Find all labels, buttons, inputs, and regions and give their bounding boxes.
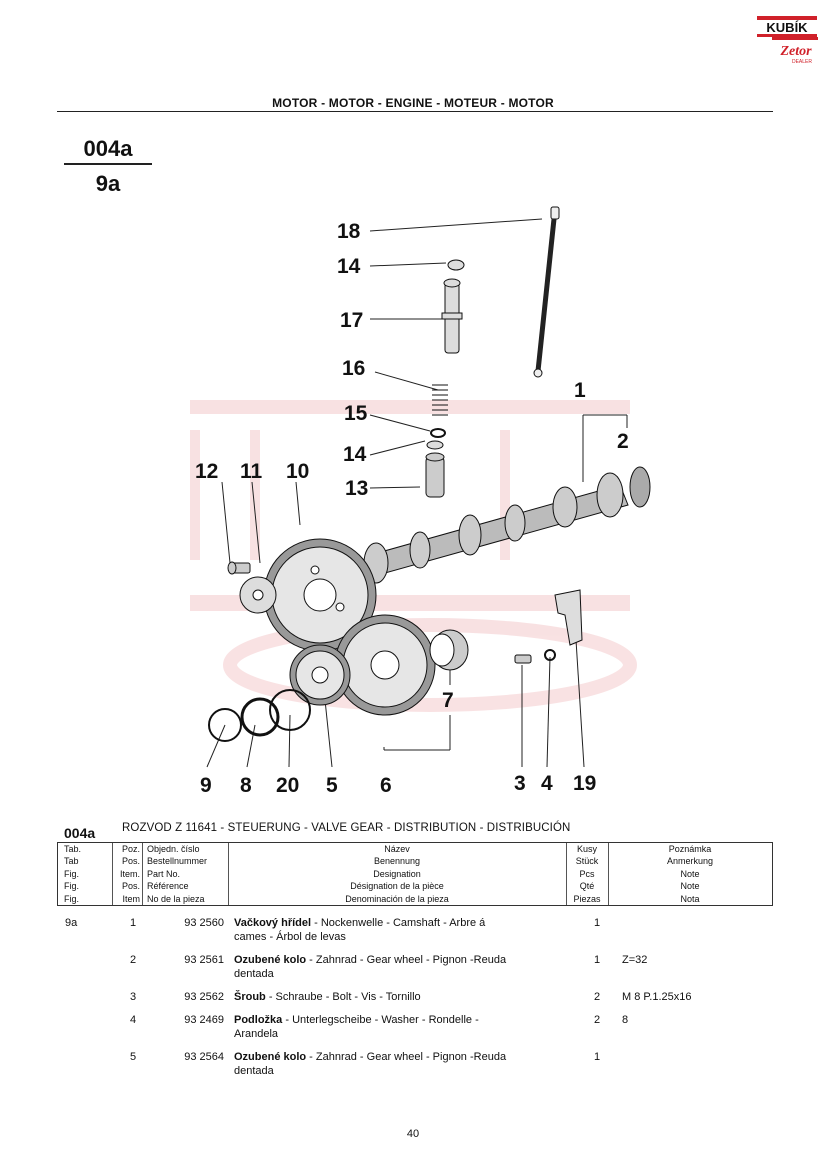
tappet-part	[441, 278, 463, 354]
callout-9: 9	[200, 774, 212, 797]
callout-20: 20	[276, 774, 299, 797]
washer-14-part	[426, 440, 444, 450]
dealer-watermark	[190, 400, 637, 712]
parts-table-header: Tab. Tab Fig. Fig. Fig. Poz. Pos. Item. …	[57, 842, 773, 906]
callout-19: 19	[573, 772, 596, 795]
header-part: Objedn. číslo Bestellnummer Part No. Réf…	[147, 844, 208, 904]
figure-divider	[64, 163, 152, 165]
callout-11: 11	[240, 460, 263, 483]
callout-12: 12	[195, 460, 218, 483]
washer-4-part	[544, 649, 556, 661]
callout-17: 17	[340, 309, 363, 332]
page-header-title: MOTOR - MOTOR - ENGINE - MOTEUR - MOTOR	[272, 96, 554, 110]
callout-3: 3	[514, 772, 526, 795]
callout-13: 13	[345, 477, 368, 500]
ring-8-part	[240, 697, 280, 737]
header-tab: Tab. Tab Fig. Fig. Fig.	[64, 844, 82, 904]
gear-5-part	[289, 644, 351, 706]
callout-18: 18	[337, 220, 361, 243]
svg-text:Zetor: Zetor	[779, 44, 812, 59]
header-qty: Kusy Stück Pcs Qté Piezas	[573, 844, 601, 904]
callout-1: 1	[574, 379, 586, 402]
lifter-part	[425, 452, 445, 498]
bracket-19-part	[554, 589, 583, 646]
bolt-12-part	[227, 561, 251, 575]
header-divider	[57, 111, 773, 112]
header-desc: Název Benennung Designation Désignation …	[345, 844, 449, 904]
callout-15: 15	[344, 402, 368, 425]
exploded-diagram: 18 14 17 16 15 14 13 1 2 12 11 10 7 3 4 …	[190, 206, 651, 797]
valve-cap-part	[447, 259, 465, 271]
header-note: Poznámka Anmerkung Note Note Nota	[666, 844, 714, 904]
spring-part	[432, 384, 448, 416]
callout-4: 4	[541, 772, 553, 795]
bolt-3-part	[514, 654, 532, 664]
flange-11-part	[239, 576, 277, 614]
callout-5: 5	[326, 774, 338, 797]
kubik-zetor-logo: KUBÍK Zetor DEALER	[756, 14, 818, 72]
camshaft-part	[363, 472, 629, 584]
ring-20-part	[269, 689, 311, 731]
callout-14: 14	[343, 443, 367, 466]
header-pos: Poz. Pos. Item. Pos. Item	[119, 844, 140, 904]
gear-10-part	[263, 538, 377, 652]
svg-text:KUBÍK: KUBÍK	[766, 20, 808, 35]
camshaft-gear-part	[629, 466, 651, 508]
table-title: ROZVOD Z 11641 - STEUERUNG - VALVE GEAR …	[122, 822, 571, 834]
callout-14-top: 14	[337, 255, 361, 278]
callout-6: 6	[380, 774, 392, 797]
ring-9-part	[208, 708, 242, 742]
pushrod-part	[533, 206, 560, 378]
figure-code: 004a	[83, 136, 133, 161]
bushing-7-part	[429, 629, 469, 671]
callout-7: 7	[442, 689, 454, 712]
callout-16: 16	[342, 357, 365, 380]
table-code: 004a	[64, 825, 96, 841]
figure-number: 9a	[95, 171, 121, 196]
callout-10: 10	[286, 460, 309, 483]
callout-8: 8	[240, 774, 252, 797]
callout-labels: 18 14 17 16 15 14 13 1 2 12 11 10 7 3 4 …	[195, 220, 629, 797]
washer-15-part	[430, 428, 446, 438]
page-number: 40	[406, 1128, 420, 1140]
callout-2: 2	[617, 430, 629, 453]
gear-6-part	[334, 614, 436, 716]
svg-text:DEALER: DEALER	[792, 59, 812, 65]
